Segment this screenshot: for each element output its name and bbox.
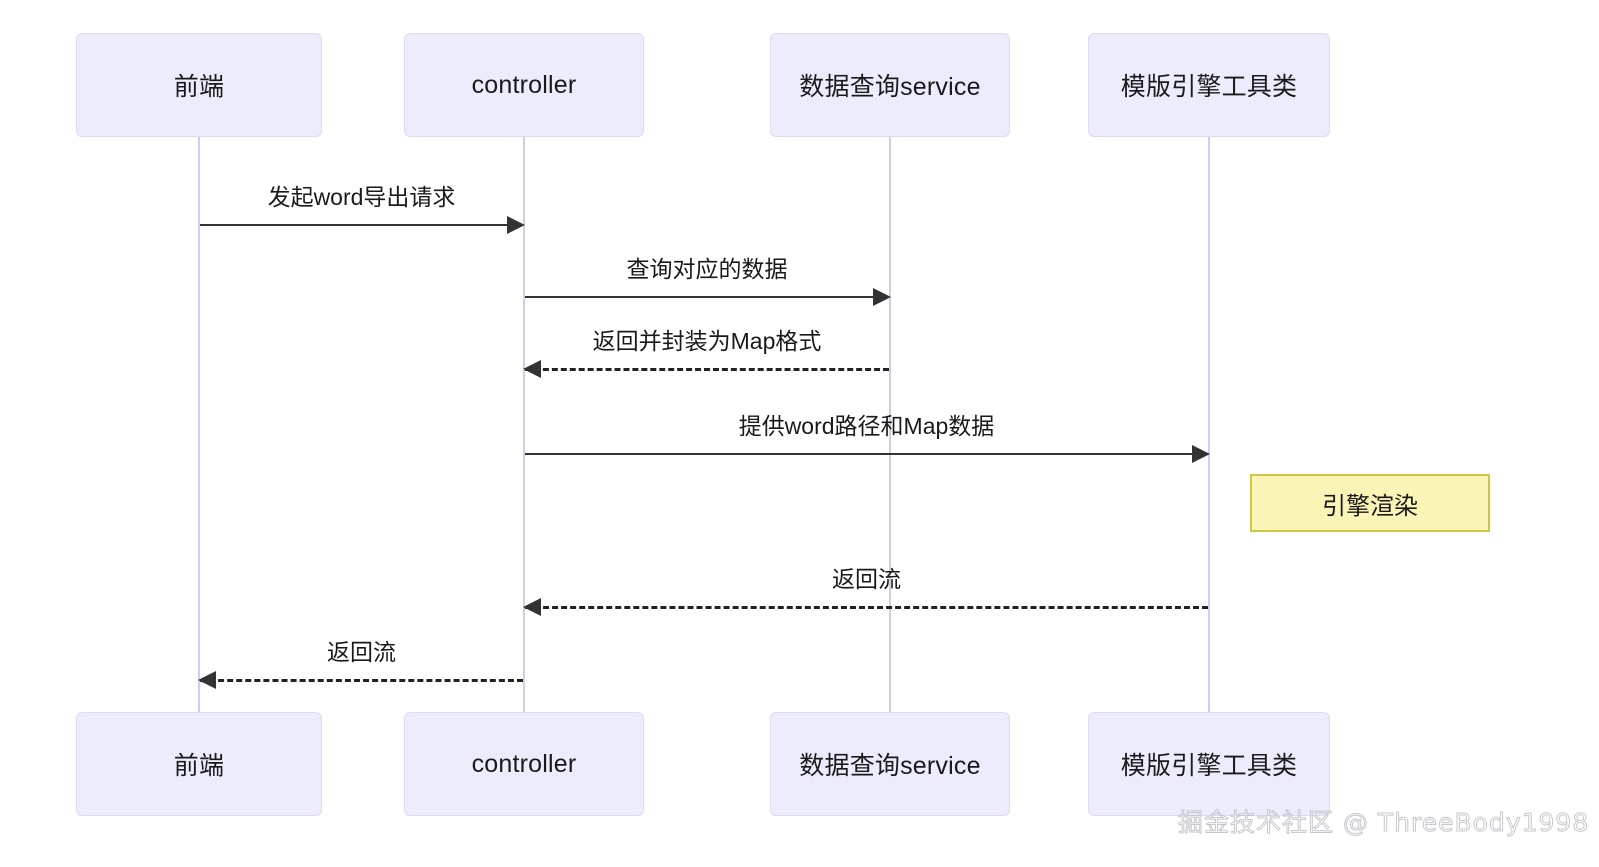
message-5[interactable]: 返回流: [523, 566, 1208, 616]
message-label: 发起word导出请求: [267, 184, 456, 210]
message-1[interactable]: 发起word导出请求: [200, 184, 525, 234]
message-line: [200, 679, 523, 682]
message-line: [525, 606, 1208, 609]
message-label: 返回流: [327, 639, 396, 665]
participant-label: 模版引擎工具类: [1120, 73, 1298, 101]
participant-label: 数据查询service: [799, 752, 981, 780]
arrowhead-icon: [523, 598, 541, 616]
arrowhead-icon: [873, 288, 891, 306]
participant-label: controller: [471, 70, 577, 99]
lifeline-service: [889, 137, 891, 712]
participant-engine-top[interactable]: 模版引擎工具类: [1088, 33, 1330, 137]
lifeline-controller: [523, 137, 525, 712]
arrowhead-icon: [1192, 445, 1210, 463]
note-label: 引擎渲染: [1322, 492, 1418, 520]
message-label: 提供word路径和Map数据: [738, 413, 995, 439]
message-6[interactable]: 返回流: [198, 639, 523, 689]
participant-frontend-top[interactable]: 前端: [76, 33, 322, 137]
lifeline-engine: [1208, 137, 1210, 712]
message-label: 查询对应的数据: [626, 256, 788, 282]
arrowhead-icon: [507, 216, 525, 234]
message-4[interactable]: 提供word路径和Map数据: [525, 413, 1210, 463]
participant-frontend-bottom[interactable]: 前端: [76, 712, 322, 816]
participant-label: 模版引擎工具类: [1120, 752, 1298, 780]
watermark: 掘金技术社区 @ ThreeBody1998: [1177, 808, 1590, 838]
participant-label: 前端: [173, 752, 225, 780]
message-line: [525, 368, 889, 371]
participant-service-bottom[interactable]: 数据查询service: [770, 712, 1010, 816]
message-line: [525, 296, 889, 298]
arrowhead-icon: [198, 671, 216, 689]
lifeline-frontend: [198, 137, 200, 712]
participant-label: controller: [471, 749, 577, 778]
participant-controller-bottom[interactable]: controller: [404, 712, 644, 816]
message-line: [525, 453, 1208, 455]
arrowhead-icon: [523, 360, 541, 378]
message-label: 返回流: [832, 566, 901, 592]
participant-label: 数据查询service: [799, 73, 981, 101]
note-render[interactable]: 引擎渲染: [1250, 474, 1490, 532]
participant-engine-bottom[interactable]: 模版引擎工具类: [1088, 712, 1330, 816]
message-label: 返回并封装为Map格式: [592, 328, 822, 354]
message-line: [200, 224, 523, 226]
message-3[interactable]: 返回并封装为Map格式: [523, 328, 889, 378]
participant-controller-top[interactable]: controller: [404, 33, 644, 137]
message-2[interactable]: 查询对应的数据: [525, 256, 891, 306]
participant-service-top[interactable]: 数据查询service: [770, 33, 1010, 137]
participant-label: 前端: [173, 73, 225, 101]
